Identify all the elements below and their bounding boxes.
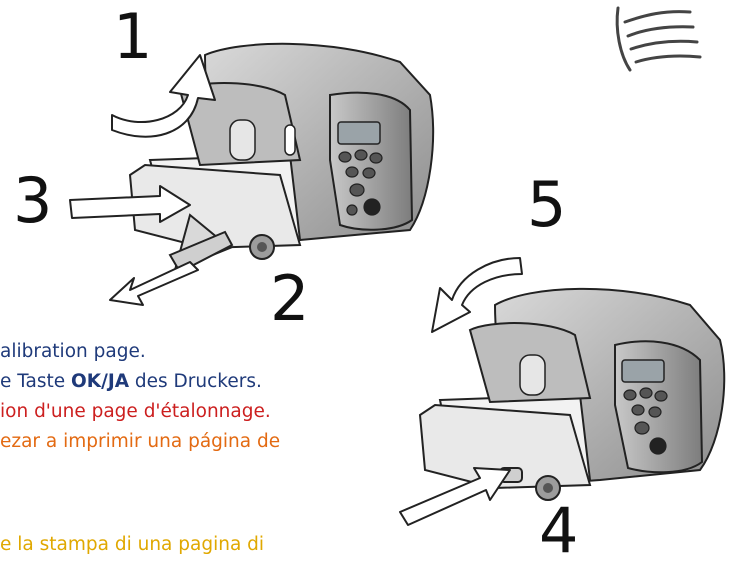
step-number-3: 3 — [13, 164, 53, 237]
manual-book-icon — [615, 6, 702, 72]
bottom-printer-illustration — [418, 287, 726, 501]
instruction-french-text: ion d'une page d'étalonnage. — [0, 401, 271, 422]
instruction-german-post: des Druckers. — [129, 371, 262, 392]
instruction-english: alibration page. — [0, 341, 146, 363]
instruction-french: ion d'une page d'étalonnage. — [0, 401, 271, 423]
instruction-spanish: ezar a imprimir una página de — [0, 431, 280, 453]
instruction-german: e Taste OK/JA des Druckers. — [0, 371, 262, 393]
step-number-5: 5 — [527, 168, 567, 241]
direction-arrow-icon — [431, 257, 523, 333]
step-number-4: 4 — [539, 494, 579, 567]
instruction-italian: e la stampa di una pagina di — [0, 534, 264, 556]
step-number-2: 2 — [270, 262, 310, 335]
direction-arrow-icon — [399, 467, 511, 526]
instruction-german-pre: e Taste — [0, 371, 71, 392]
step-number-1: 1 — [113, 0, 153, 73]
instruction-italian-text: e la stampa di una pagina di — [0, 534, 265, 555]
instruction-spanish-text: ezar a imprimir una página de — [0, 431, 281, 452]
direction-arrow-icon — [69, 54, 216, 306]
instruction-english-text: alibration page. — [0, 341, 146, 362]
instruction-german-bold: OK/JA — [71, 371, 130, 392]
top-printer-illustration — [128, 42, 435, 274]
